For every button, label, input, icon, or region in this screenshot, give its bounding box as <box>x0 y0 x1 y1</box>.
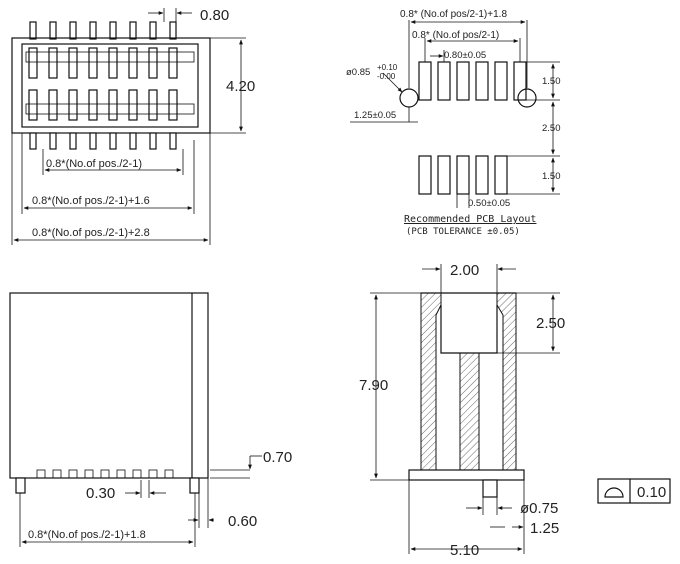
pcb-pads-bottom <box>418 155 508 195</box>
pcb-hole-dia-label: ø0.85 <box>346 67 370 78</box>
dim-inner-label: 0.8*(No.of pos./2-1) <box>46 158 142 170</box>
base-width-label: 5.10 <box>450 542 479 559</box>
front-peg-right <box>189 477 200 494</box>
pcb-hole-offset-label: 1.25±0.05 <box>354 110 396 121</box>
front-view: 0.70 0.30 0.60 0.8*(No.of pos./2-1)+1.8 <box>9 292 292 547</box>
pcb-hole-left <box>399 88 419 108</box>
side-base <box>408 469 525 481</box>
top-leads <box>29 21 177 40</box>
pcb-pad-len-bottom-label: 1.50 <box>542 171 561 182</box>
peg-dia-label: ø0.75 <box>520 500 558 517</box>
lead-width-label: 0.30 <box>86 485 115 502</box>
depth-label: 2.50 <box>536 315 565 332</box>
pcb-pad-pitch-label: 0.80±0.05 <box>444 50 486 61</box>
front-tabs <box>36 469 174 479</box>
pcb-pads-top <box>418 61 527 101</box>
pcb-pad-width-label: 0.50±0.05 <box>468 198 510 209</box>
front-width-label: 0.8*(No.of pos./2-1)+1.8 <box>28 529 146 541</box>
front-body-outline <box>9 292 209 479</box>
connector-body-inner <box>21 43 199 128</box>
side-section-view: 2.00 2.50 7.90 ø0.75 1.25 5.10 0 <box>359 262 671 559</box>
height-label: 7.90 <box>359 377 388 394</box>
pitch-label: 0.80 <box>200 7 229 24</box>
pcb-hole-right <box>517 88 537 108</box>
pcb-layout-subtitle: (PCB TOLERANCE ±0.05) <box>406 227 520 237</box>
front-peg-left <box>15 477 26 494</box>
pcb-dim-total-label: 0.8* (No.of pos/2-1)+1.8 <box>400 9 507 20</box>
pcb-layout-title: Recommended PCB Layout <box>404 214 536 225</box>
dim-outer-label: 0.8*(No.of pos./2-1)+2.8 <box>32 227 150 239</box>
peg-offset-label: 1.25 <box>530 520 559 537</box>
dim-mid-label: 0.8*(No.of pos./2-1)+1.6 <box>32 195 150 207</box>
top-view: 0.80 4.20 0.8*(No.of pos./2-1) 0.8*(No.o… <box>11 7 255 245</box>
contact-row-bottom <box>25 89 195 121</box>
height-label: 4.20 <box>226 78 255 95</box>
flatness-callout: 0.10 <box>597 478 671 504</box>
pcb-pad-len-top-label: 1.50 <box>542 76 561 87</box>
flatness-value: 0.10 <box>637 484 666 501</box>
lead-offset-label: 0.60 <box>228 513 257 530</box>
pcb-hole-tol-plus: +0.10 <box>377 63 398 72</box>
pcb-layout: 0.8* (No.of pos/2-1)+1.8 0.8* (No.of pos… <box>346 9 561 237</box>
contact-row-top <box>25 47 195 79</box>
lead-height-label: 0.70 <box>263 449 292 466</box>
top-width-label: 2.00 <box>450 262 479 279</box>
profile-icon <box>604 487 624 498</box>
bottom-leads <box>29 132 177 150</box>
pcb-dim-inner-label: 0.8* (No.of pos/2-1) <box>412 30 499 41</box>
pcb-row-spacing-label: 2.50 <box>542 123 561 134</box>
side-peg <box>482 479 498 498</box>
